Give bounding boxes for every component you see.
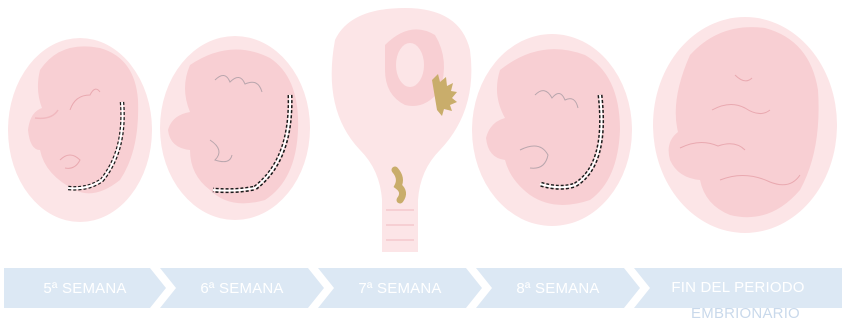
stage-label-week6: 6ª SEMANA [200, 281, 283, 296]
embryo-week8-icon [472, 34, 632, 226]
stage-arrow-week7: 7ª SEMANA [318, 268, 482, 308]
stage-arrow-week6: 6ª SEMANA [160, 268, 324, 308]
stage-label-week5: 5ª SEMANA [43, 281, 126, 296]
stage-label-end-line1: FIN DEL PERIODO [634, 280, 842, 295]
stage-label-end-line2: EMBRIONARIO [645, 305, 846, 322]
stage-arrow-week8: 8ª SEMANA [476, 268, 640, 308]
fetus-end-embryonic-icon [653, 17, 837, 233]
embryo-week5-icon [8, 38, 152, 222]
stage-label-week8: 8ª SEMANA [516, 281, 599, 296]
stage-arrow-week5: 5ª SEMANA [4, 268, 166, 308]
stage-label-week7: 7ª SEMANA [358, 281, 441, 296]
embryo-week6-icon [160, 36, 310, 220]
embryo-development-illustration [0, 0, 846, 260]
embryo-week7-uterus-icon [332, 8, 472, 252]
stage-arrow-end-embryonic: FIN DEL PERIODO [634, 268, 842, 308]
